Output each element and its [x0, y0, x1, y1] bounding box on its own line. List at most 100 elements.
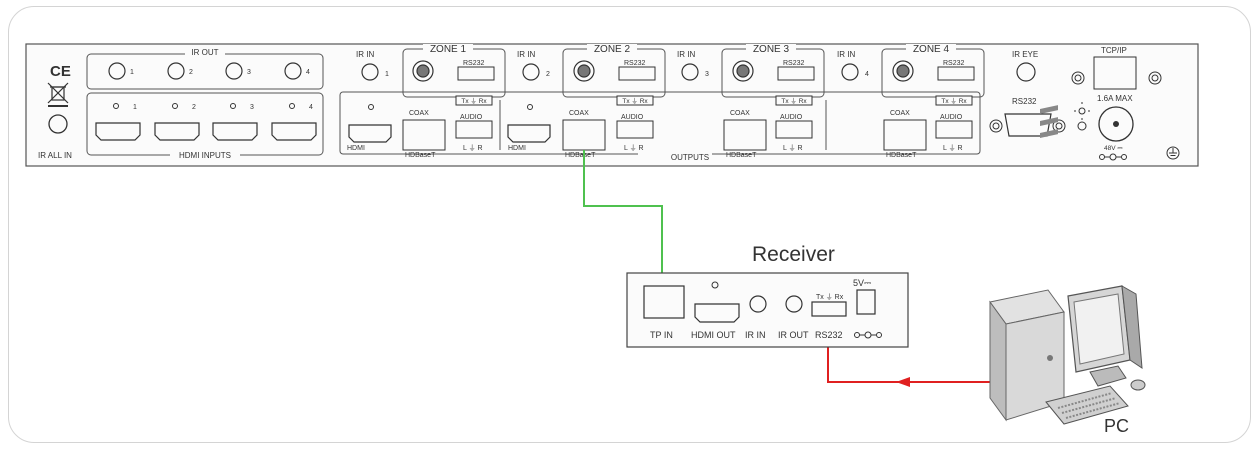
zone-txrx-label: Tx ⏚ Rx: [941, 97, 967, 105]
zone-ir-in-jack: [522, 63, 540, 81]
receiver-ir-out-jack: [785, 295, 803, 313]
zone-coax-connector: [412, 60, 434, 82]
receiver-hdmi-out-port: [694, 303, 740, 323]
zone-audio-port: [935, 120, 973, 139]
zone-txrx-label: Tx ⏚ Rx: [781, 97, 807, 105]
zone-title: ZONE 3: [753, 44, 790, 55]
zone-audio-label: AUDIO: [460, 114, 483, 121]
pc-computer-icon: [989, 105, 1146, 425]
polarity-icon: [1099, 153, 1127, 161]
zone-hdbaset-label: HDBaseT: [726, 152, 757, 159]
zone-hdbaset-port: [723, 119, 767, 151]
ir-out-jack: [167, 62, 185, 80]
receiver-title: Receiver: [752, 243, 835, 266]
hdmi-input-num: 1: [133, 104, 137, 111]
receiver-power-jack: [856, 289, 876, 315]
pc-label: PC: [1104, 416, 1129, 436]
polarity-icon: [854, 331, 882, 339]
zone-ir-in-num: 1: [385, 71, 389, 78]
receiver-power-label: 5V⎓: [853, 278, 871, 288]
zone-audio-port: [455, 120, 493, 139]
zone-rs232-port: [457, 66, 495, 81]
zone-ir-in-label: IR IN: [356, 50, 374, 59]
hdmi-input-1: 1: [95, 103, 141, 141]
ir-all-in-label: IR ALL IN: [38, 151, 72, 160]
zone-hdbaset-port: [402, 119, 446, 151]
ce-mark: CE: [50, 63, 71, 80]
zone-coax-label: COAX: [730, 110, 750, 117]
ir-out-num: 2: [189, 69, 193, 76]
receiver-rs232-label: RS232: [815, 330, 843, 340]
receiver-txrx-label: Tx ⏚ Rx: [816, 293, 844, 301]
receiver-tp-in-port: [643, 285, 685, 319]
zone-txrx-label: Tx ⏚ Rx: [622, 97, 648, 105]
zone-ir-in-label: IR IN: [677, 50, 695, 59]
hdmi-input-2: 2: [154, 103, 200, 141]
ir-out-label: IR OUT: [191, 48, 218, 57]
ir-out-jack: [108, 62, 126, 80]
zone-audio-label: AUDIO: [621, 114, 644, 121]
zone-coax-connector: [732, 60, 754, 82]
zone-rs232-label: RS232: [783, 60, 805, 67]
zone-1: IR IN 1 ZONE 1 RS232 Tx ⏚ Rx HDMI COAX H…: [347, 44, 506, 159]
ir-out-jack: [225, 62, 243, 80]
receiver-ir-out-label: IR OUT: [778, 330, 809, 340]
zone-rs232-port: [937, 66, 975, 81]
zone-4: IR IN 4 ZONE 4 RS232 Tx ⏚ Rx COAX HDBase…: [837, 44, 985, 159]
receiver-tp-in-label: TP IN: [650, 330, 673, 340]
zone-ir-in-jack: [681, 63, 699, 81]
zone-ir-in-jack: [361, 63, 379, 81]
tcpip-port: [1093, 56, 1137, 90]
ir-eye-label: IR EYE: [1012, 50, 1038, 59]
receiver-hdmi-out-label: HDMI OUT: [691, 330, 736, 340]
zone-coax-connector: [892, 60, 914, 82]
tcpip-label: TCP/IP: [1101, 46, 1127, 55]
receiver-unit: Receiver TP IN HDMI OUT IR IN IR OUT Tx …: [626, 243, 909, 348]
ir-out-num: 3: [247, 69, 251, 76]
rs232-label: RS232: [1012, 97, 1037, 106]
outputs-label: OUTPUTS: [671, 153, 709, 162]
zone-hdmi-label: HDMI: [508, 145, 526, 152]
zone-rs232-port: [777, 66, 815, 81]
hdmi-input-4: 4: [271, 103, 317, 141]
ir-out-num: 4: [306, 69, 310, 76]
zone-coax-label: COAX: [569, 110, 589, 117]
zone-hdbaset-label: HDBaseT: [565, 152, 596, 159]
zone-rs232-label: RS232: [463, 60, 485, 67]
zone-title: ZONE 2: [594, 44, 631, 55]
zone-coax-label: COAX: [890, 110, 910, 117]
matrix-rear-panel: CE IR ALL IN IR OUT 1 2 3 4: [25, 43, 1199, 167]
hdbaset-cable-green: [583, 150, 663, 285]
zone-ir-in-num: 4: [865, 71, 869, 78]
zone-hdmi-label: HDMI: [347, 145, 365, 152]
receiver-rs232-port: [811, 301, 847, 317]
zone-title: ZONE 1: [430, 44, 467, 55]
zone-coax-label: COAX: [409, 110, 429, 117]
hdmi-inputs-label: HDMI INPUTS: [179, 151, 231, 160]
matrix-control-section: IR EYE RS232 TCP/IP 1.6A MAX 48V ⎓: [989, 46, 1180, 161]
zone-3: IR IN 3 ZONE 3 RS232 Tx ⏚ Rx COAX HDBase…: [677, 44, 825, 159]
ir-out-jack: [284, 62, 302, 80]
zone-rs232-label: RS232: [943, 60, 965, 67]
power-connector: [1098, 106, 1134, 142]
zone-hdbaset-label: HDBaseT: [886, 152, 917, 159]
hdmi-input-num: 2: [192, 104, 196, 111]
zone-lr-label: L ⏚ R: [783, 144, 803, 152]
ir-out-num: 1: [130, 69, 134, 76]
zone-hdbaset-label: HDBaseT: [405, 152, 436, 159]
zone-audio-port: [775, 120, 813, 139]
ir-eye-sensor: [1016, 62, 1036, 82]
zone-lr-label: L ⏚ R: [624, 144, 644, 152]
zone-hdmi-port: [348, 124, 392, 143]
zone-hdbaset-port: [883, 119, 927, 151]
zone-2: IR IN 2 ZONE 2 RS232 Tx ⏚ Rx HDMI COAX H…: [507, 44, 666, 159]
zone-lr-label: L ⏚ R: [943, 144, 963, 152]
zone-coax-connector: [573, 60, 595, 82]
hdmi-input-num: 4: [309, 104, 313, 111]
zone-rs232-label: RS232: [624, 60, 646, 67]
zone-audio-label: AUDIO: [780, 114, 803, 121]
zone-ir-in-jack: [841, 63, 859, 81]
zone-ir-in-label: IR IN: [837, 50, 855, 59]
zone-ir-in-label: IR IN: [517, 50, 535, 59]
